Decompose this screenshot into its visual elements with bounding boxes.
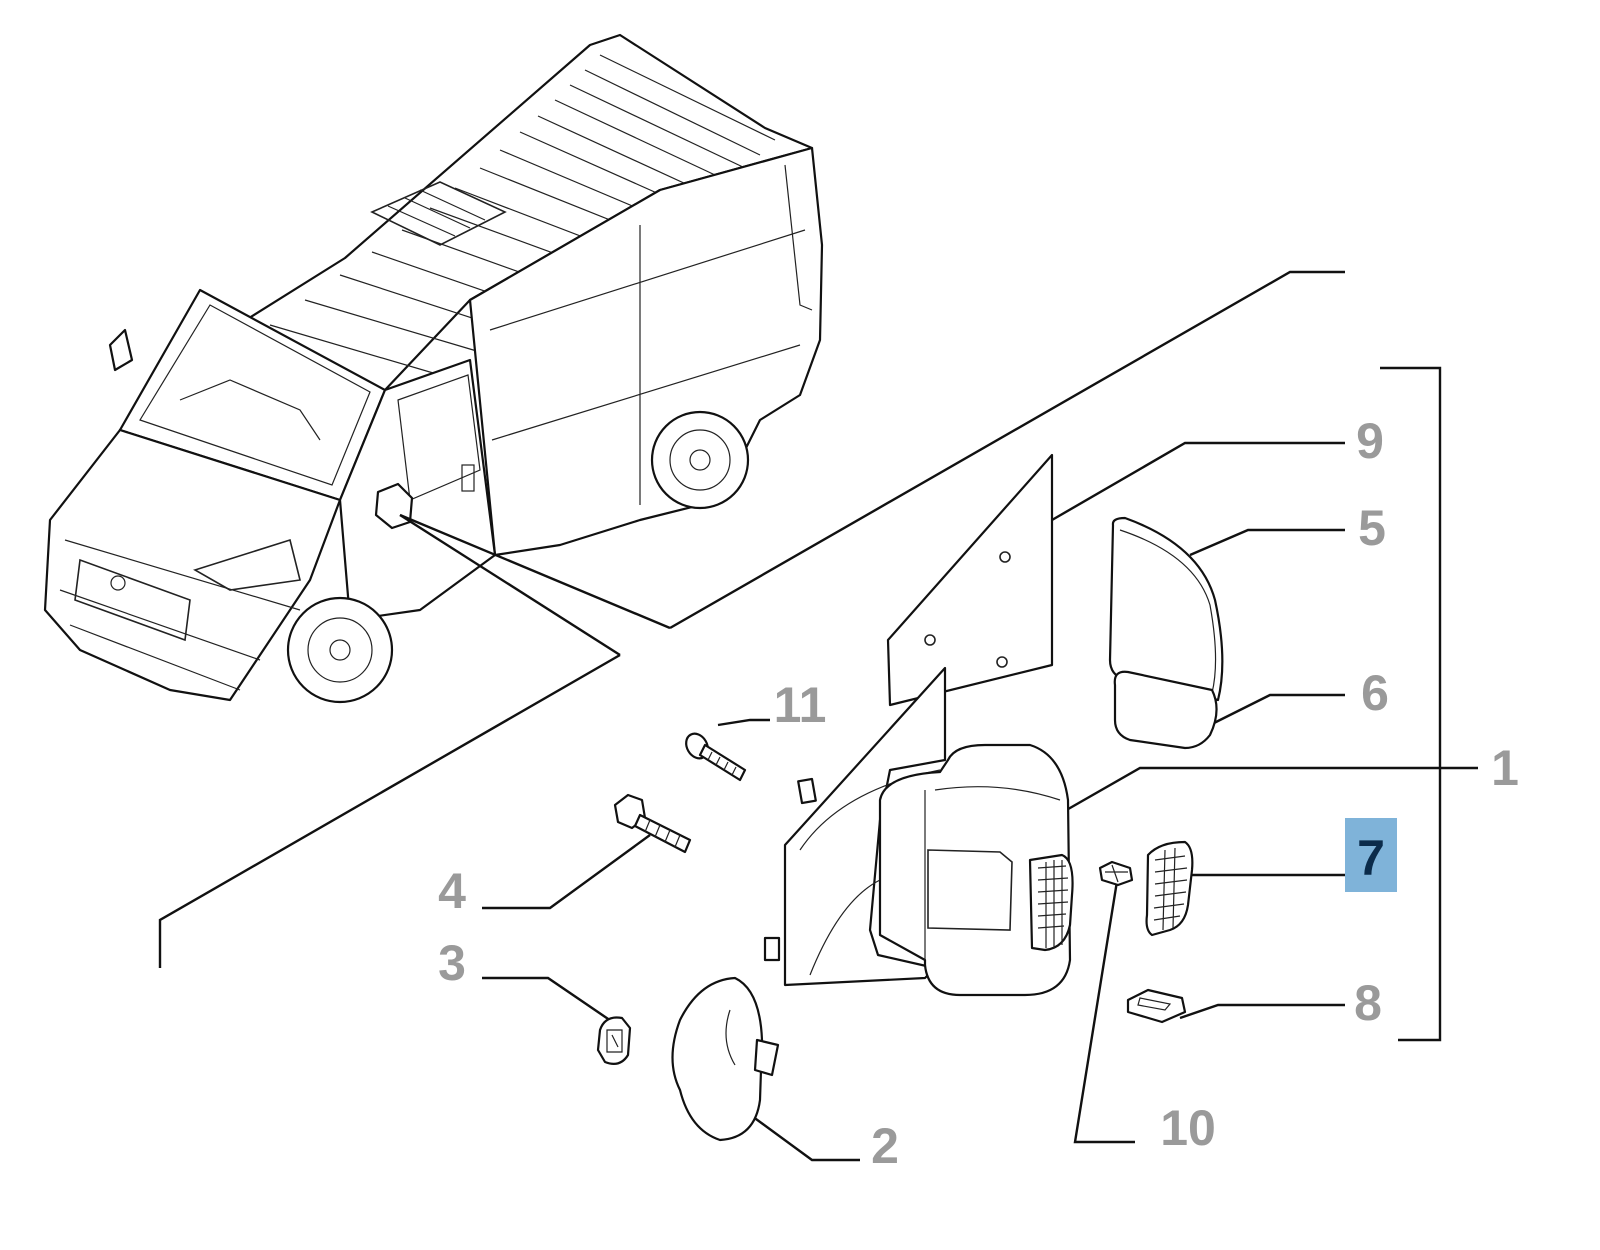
bolt-icon bbox=[613, 793, 692, 854]
small-cover-icon bbox=[1126, 988, 1187, 1024]
indicator-lens-icon bbox=[1145, 840, 1194, 937]
callout-6: 6 bbox=[1361, 665, 1389, 721]
callout-10: 10 bbox=[1160, 1100, 1216, 1156]
callout-11: 11 bbox=[774, 677, 827, 733]
callout-5: 5 bbox=[1358, 500, 1386, 556]
callout-1: 1 bbox=[1491, 740, 1519, 796]
mirror-housing-icon bbox=[878, 743, 1074, 997]
callout-8: 8 bbox=[1354, 975, 1382, 1031]
callout-4: 4 bbox=[438, 863, 466, 919]
callout-9: 9 bbox=[1356, 413, 1384, 469]
callout-3: 3 bbox=[438, 935, 466, 991]
lower-mirror-glass-icon bbox=[1113, 670, 1218, 750]
callout-7-highlight bbox=[1345, 818, 1397, 892]
callout-labels: 9 5 6 1 7 8 11 4 3 2 10 bbox=[438, 413, 1519, 1174]
van-illustration-icon bbox=[43, 33, 824, 704]
mirror-arm-icon bbox=[763, 666, 947, 987]
base-cover-icon bbox=[671, 976, 780, 1142]
callout-7: 7 bbox=[1357, 830, 1385, 886]
bulb-icon bbox=[1098, 860, 1134, 887]
mirror-gasket-icon bbox=[886, 453, 1054, 707]
screw-icon bbox=[685, 732, 747, 782]
leader-lines bbox=[158, 270, 1478, 1162]
callout-2: 2 bbox=[871, 1118, 899, 1174]
nut-icon bbox=[596, 1016, 632, 1065]
